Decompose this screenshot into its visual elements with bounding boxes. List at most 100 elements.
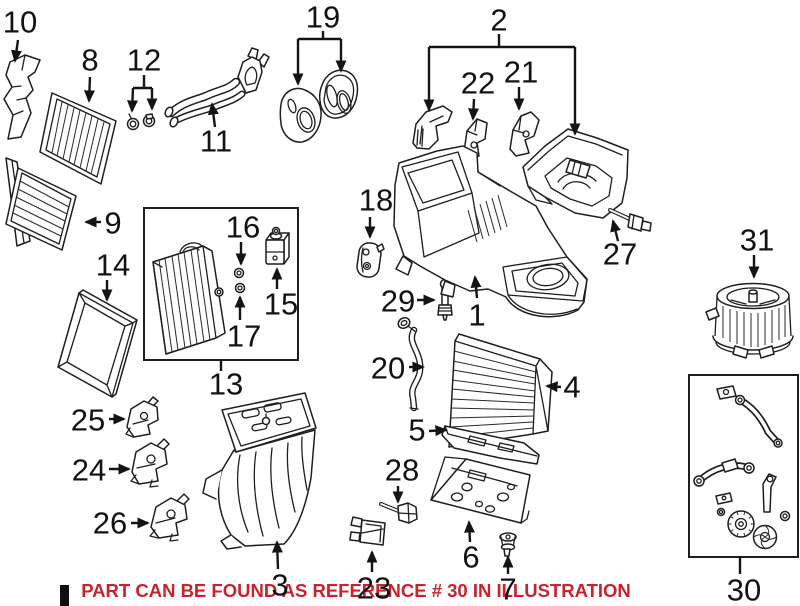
part-number-28: 28 xyxy=(385,453,419,488)
part-drawing-25-servo xyxy=(125,396,159,438)
part-drawing-14-frame xyxy=(57,289,138,398)
part-drawing-13-evaporator-kit xyxy=(152,226,290,355)
callout-arrow xyxy=(271,540,283,570)
part-drawing-3-distribution-housing xyxy=(202,392,317,550)
callout-arrow xyxy=(470,275,482,299)
callout-8: 8 xyxy=(81,43,99,103)
part-number-9: 9 xyxy=(104,206,121,241)
callout-30: 30 xyxy=(727,557,761,606)
callout-arrow xyxy=(83,76,95,103)
part-drawing-9-core xyxy=(5,157,77,251)
callout-21: 21 xyxy=(504,55,538,111)
part-number-21: 21 xyxy=(504,55,538,90)
part-number-14: 14 xyxy=(96,248,130,283)
callout-23: 23 xyxy=(357,550,391,606)
callout-29: 29 xyxy=(381,284,436,319)
part-number-26: 26 xyxy=(93,506,127,541)
part-drawing-11-pipe-assembly xyxy=(164,47,270,128)
callout-arrow xyxy=(428,425,448,437)
part-drawing-1-heater-housing xyxy=(393,145,588,318)
part-number-13: 13 xyxy=(209,367,243,402)
callout-28: 28 xyxy=(385,453,419,504)
part-drawing-27-cable xyxy=(608,208,652,232)
callout-14: 14 xyxy=(96,248,130,302)
part-number-15: 15 xyxy=(264,287,298,322)
part-drawing-7-screw xyxy=(499,532,517,557)
callout-22: 22 xyxy=(461,66,495,121)
callout-27: 27 xyxy=(603,219,637,272)
part-drawing-4-louver-panel xyxy=(448,333,553,448)
callout-arrow xyxy=(11,39,22,63)
part-number-7: 7 xyxy=(499,572,516,606)
part-number-29: 29 xyxy=(381,284,415,319)
callout-16: 16 xyxy=(226,210,260,266)
part-drawing-28-cable xyxy=(379,502,418,524)
callout-9: 9 xyxy=(84,206,122,241)
part-number-17: 17 xyxy=(227,319,261,354)
callout-arrow xyxy=(468,98,480,121)
part-drawing-18-actuator xyxy=(356,242,385,278)
part-drawing-23-actuator xyxy=(349,516,386,546)
part-drawing-6-tray xyxy=(430,456,531,524)
part-number-31: 31 xyxy=(740,223,774,258)
part-drawing-26-servo xyxy=(149,493,190,542)
part-drawing-2-bracket xyxy=(412,105,453,150)
part-number-4: 4 xyxy=(563,370,580,405)
callout-arrow xyxy=(126,87,138,113)
part-number-18: 18 xyxy=(359,183,393,218)
part-number-19: 19 xyxy=(306,0,340,35)
callout-arrow xyxy=(207,102,219,128)
callout-4: 4 xyxy=(545,370,581,405)
part-drawing-19-gaskets xyxy=(279,69,359,143)
artifact-mark xyxy=(60,585,69,606)
callout-arrow xyxy=(464,520,476,543)
callout-arrow xyxy=(610,219,621,242)
reference-note: PART CAN BE FOUND AS REFERENCE # 30 IN I… xyxy=(81,580,631,601)
callout-2: 2 xyxy=(423,3,581,136)
callout-31: 31 xyxy=(740,223,774,279)
part-drawings xyxy=(3,47,794,606)
part-number-3: 3 xyxy=(271,568,288,603)
callout-18: 18 xyxy=(359,183,393,239)
part-number-11: 11 xyxy=(200,124,232,159)
part-drawing-24-servo xyxy=(130,438,170,488)
part-number-8: 8 xyxy=(81,43,98,78)
part-number-24: 24 xyxy=(72,453,106,488)
part-number-5: 5 xyxy=(408,413,425,448)
part-number-22: 22 xyxy=(461,66,495,101)
part-drawing-30-linkage-kit xyxy=(693,385,791,550)
part-number-30: 30 xyxy=(727,573,761,606)
callout-arrow xyxy=(545,381,562,393)
part-drawing-8-heater-core xyxy=(39,92,117,185)
part-number-12: 12 xyxy=(127,43,161,78)
callout-19: 19 xyxy=(292,0,347,86)
callout-26: 26 xyxy=(93,506,150,541)
callout-17: 17 xyxy=(227,295,261,354)
callout-3: 3 xyxy=(271,540,289,603)
callout-13: 13 xyxy=(209,360,243,402)
callout-12: 12 xyxy=(126,43,161,113)
callout-10: 10 xyxy=(3,5,37,63)
callout-11: 11 xyxy=(200,102,232,159)
part-number-16: 16 xyxy=(226,210,260,245)
part-drawing-2-cover xyxy=(522,128,629,219)
part-drawing-10-bracket xyxy=(3,54,41,140)
part-drawing-21-bracket xyxy=(509,111,540,157)
callout-7: 7 xyxy=(499,555,517,606)
part-number-27: 27 xyxy=(603,237,637,272)
part-number-25: 25 xyxy=(71,403,105,438)
callout-5: 5 xyxy=(408,413,448,448)
callout-24: 24 xyxy=(72,453,131,488)
part-number-6: 6 xyxy=(462,540,479,575)
part-number-23: 23 xyxy=(357,571,391,606)
callout-15: 15 xyxy=(264,267,298,322)
part-drawing-31-blower-motor xyxy=(705,282,794,359)
part-number-1: 1 xyxy=(468,298,485,333)
part-number-10: 10 xyxy=(3,5,37,40)
group-box-30 xyxy=(688,374,799,558)
part-number-20: 20 xyxy=(371,351,405,386)
callout-25: 25 xyxy=(71,403,126,438)
